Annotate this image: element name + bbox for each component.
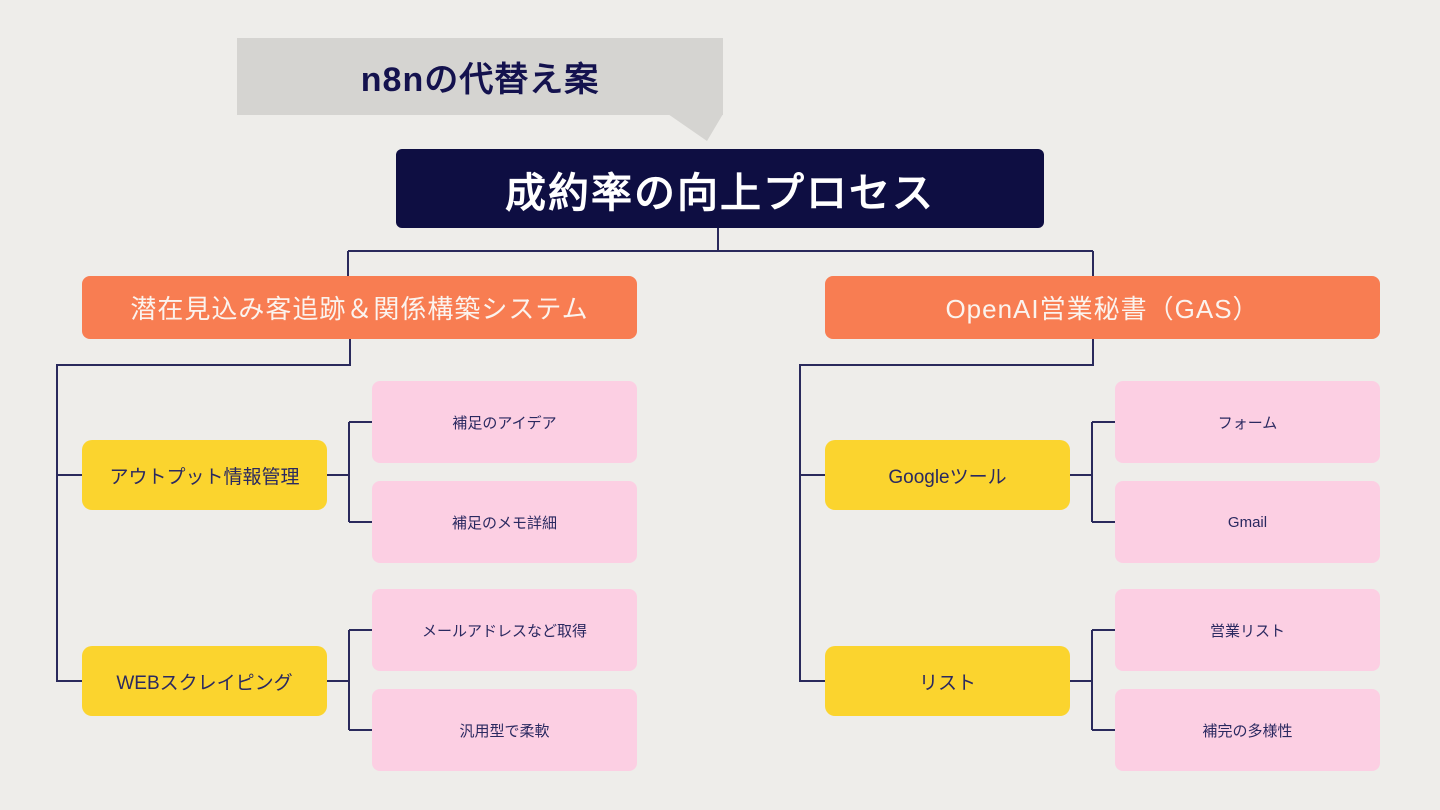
connector-right-branch-trunk	[799, 339, 1094, 682]
child-node-list: リスト	[825, 646, 1070, 716]
leaf-label: メールアドレスなど取得	[421, 622, 587, 640]
child-label: WEBスクレイピング	[116, 672, 293, 694]
callout-bubble: n8nの代替え案	[237, 38, 723, 115]
branch-label: OpenAI営業秘書（GAS）	[945, 294, 1260, 324]
connector-left-branch-trunk	[56, 339, 351, 682]
callout-bubble-tail-icon	[668, 114, 723, 141]
leaf-node-sales-list: 営業リスト	[1115, 589, 1380, 671]
branch-node-lead-tracking-system: 潜在見込み客追跡＆関係構築システム	[82, 276, 637, 339]
child-node-google-tools: Googleツール	[825, 440, 1070, 510]
leaf-node-forms: フォーム	[1115, 381, 1380, 463]
callout-label: n8nの代替え案	[360, 61, 600, 99]
leaf-node-complement-diversity: 補完の多様性	[1115, 689, 1380, 771]
leaf-node-get-email-addresses: メールアドレスなど取得	[372, 589, 637, 671]
child-label: リスト	[918, 672, 976, 694]
leaf-label: 汎用型で柔軟	[459, 722, 550, 740]
leaf-label: 補足のメモ詳細	[451, 514, 557, 532]
leaf-node-general-purpose-flexible: 汎用型で柔軟	[372, 689, 637, 771]
leaf-label: 営業リスト	[1209, 622, 1285, 640]
root-node: 成約率の向上プロセス	[396, 149, 1044, 228]
leaf-label: Gmail	[1227, 513, 1268, 531]
connector-left-child1-rail	[327, 421, 372, 523]
branch-node-openai-sales-secretary: OpenAI営業秘書（GAS）	[825, 276, 1380, 339]
branch-label: 潜在見込み客追跡＆関係構築システム	[130, 294, 589, 324]
leaf-label: フォーム	[1217, 414, 1278, 432]
leaf-node-supplement-ideas: 補足のアイデア	[372, 381, 637, 463]
connector-right-child2-rail	[1070, 629, 1115, 731]
connector-root-to-branches	[347, 228, 1094, 276]
child-node-web-scraping: WEBスクレイピング	[82, 646, 327, 716]
leaf-label: 補足のアイデア	[452, 414, 557, 432]
leaf-node-gmail: Gmail	[1115, 481, 1380, 563]
child-node-output-info-management: アウトプット情報管理	[82, 440, 327, 510]
connector-right-child1-rail	[1070, 421, 1115, 523]
child-label: アウトプット情報管理	[109, 466, 300, 488]
root-label: 成約率の向上プロセス	[505, 169, 935, 216]
leaf-node-supplement-memo-details: 補足のメモ詳細	[372, 481, 637, 563]
child-label: Googleツール	[888, 466, 1007, 488]
connector-left-child2-rail	[327, 629, 372, 731]
leaf-label: 補完の多様性	[1202, 722, 1293, 740]
